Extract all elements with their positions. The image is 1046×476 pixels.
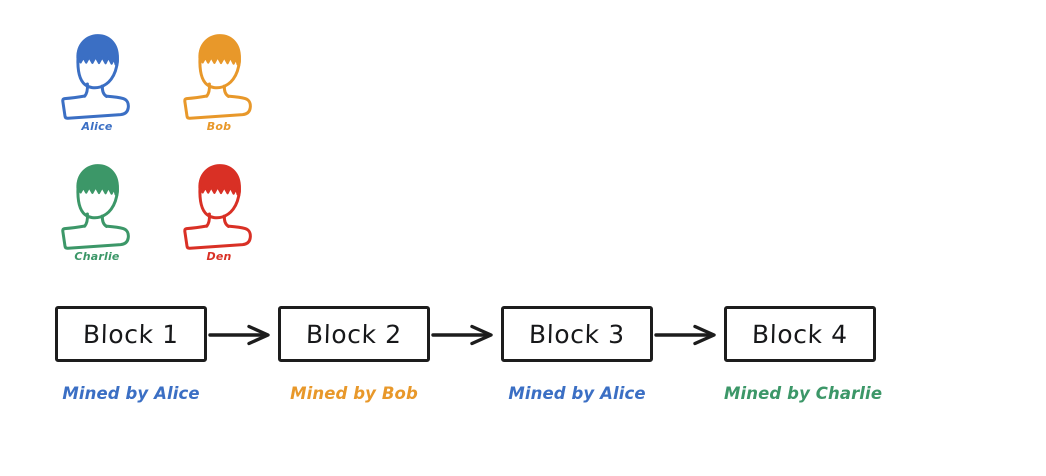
block-node-4[interactable]: Block 4 Mined by Charlie bbox=[724, 296, 956, 426]
participant-name-label: Den bbox=[206, 250, 232, 263]
person-avatar-icon bbox=[61, 164, 130, 250]
participant-alice: Alice bbox=[42, 28, 152, 148]
block-node-2[interactable]: Block 2 Mined by Bob bbox=[278, 296, 510, 426]
participant-name-label: Charlie bbox=[74, 250, 120, 263]
participant-name-label: Bob bbox=[206, 120, 232, 133]
block-node-3[interactable]: Block 3 Mined by Alice bbox=[501, 296, 733, 426]
participant-den: Den bbox=[164, 158, 274, 278]
block-label: Block 3 bbox=[528, 319, 626, 349]
block-box[interactable]: Block 2 bbox=[278, 306, 430, 362]
mined-by-label: Mined by Alice bbox=[508, 384, 646, 403]
block-box[interactable]: Block 3 bbox=[501, 306, 653, 362]
arrow-right-icon bbox=[431, 324, 493, 346]
block-label: Block 1 bbox=[82, 319, 180, 349]
participant-charlie: Charlie bbox=[42, 158, 152, 278]
person-avatar-icon bbox=[183, 164, 252, 250]
block-box[interactable]: Block 4 bbox=[724, 306, 876, 362]
block-box[interactable]: Block 1 bbox=[55, 306, 207, 362]
block-label: Block 2 bbox=[305, 319, 403, 349]
mined-by-label: Mined by Alice bbox=[62, 384, 200, 403]
arrow-right-icon bbox=[654, 324, 716, 346]
person-avatar-icon bbox=[61, 34, 130, 120]
person-avatar-icon bbox=[183, 34, 252, 120]
mined-by-label: Mined by Charlie bbox=[724, 384, 883, 403]
block-node-1[interactable]: Block 1 Mined by Alice bbox=[55, 296, 287, 426]
block-label: Block 4 bbox=[751, 319, 849, 349]
participant-name-label: Alice bbox=[81, 120, 113, 133]
arrow-right-icon bbox=[208, 324, 270, 346]
participant-bob: Bob bbox=[164, 28, 274, 148]
participant-avatar-group: Alice Bob Charlie Den bbox=[36, 28, 276, 278]
mined-by-label: Mined by Bob bbox=[290, 384, 418, 403]
